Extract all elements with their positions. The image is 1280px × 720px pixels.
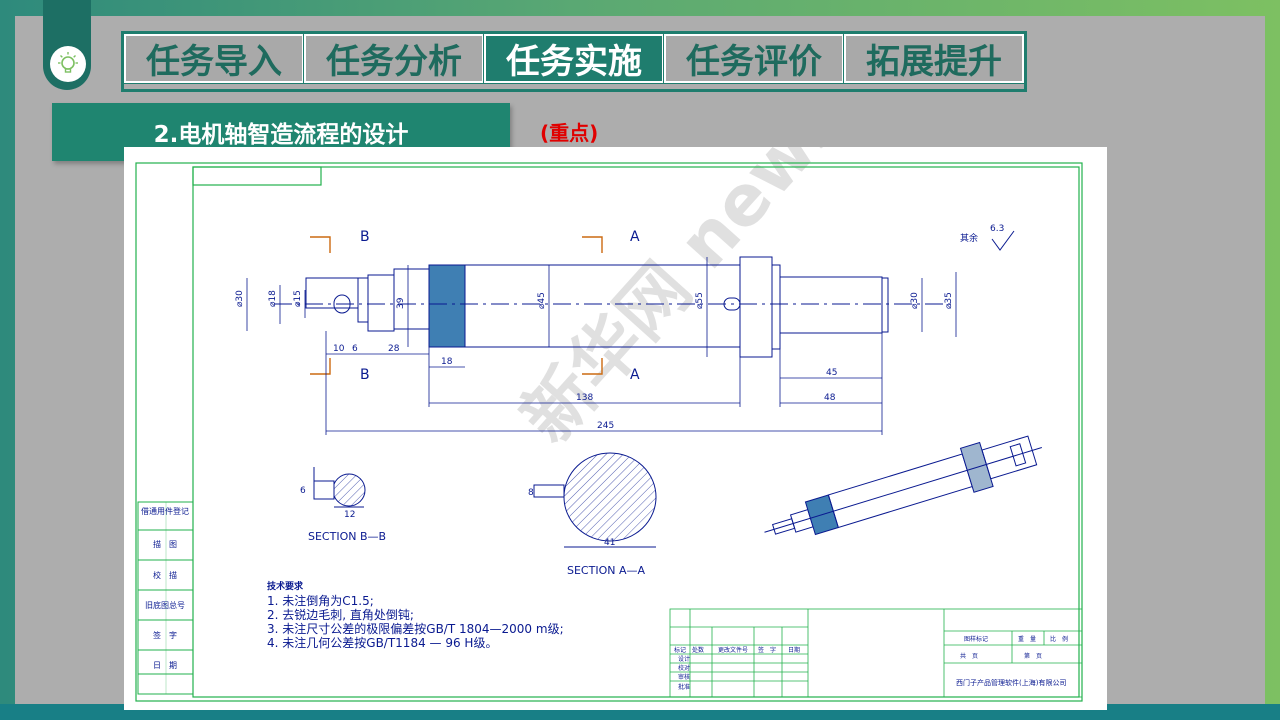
tb-header-5: 日期 [788,646,800,654]
dim-28: 28 [388,344,400,354]
side-label-3: 校 描 [153,570,177,580]
inner-frame [192,166,1080,698]
tab-task-evaluation[interactable]: 任务评价 [663,33,845,84]
side-label-column [137,501,194,695]
side-label-4: 旧底图总号 [145,600,185,610]
dim-s6: 6 [300,486,306,496]
roughness-label: 其余 [960,232,978,244]
dim-6: 6 [352,344,358,354]
watermark-text: 新华网 news.cn [506,147,939,458]
dim-s8: 8 [528,488,534,498]
shaft-main-view [274,256,956,358]
tb-company: 西门子产品管理软件(上海)有限公司 [956,678,1066,687]
section-markers [310,236,603,375]
tb-right-1: 图样标记 [964,635,988,643]
dim-s12: 12 [344,510,355,520]
dim-d18: ⌀18 [268,290,278,307]
dim-d45: ⌀45 [537,292,547,309]
tb-sheet-2: 第 页 [1024,652,1042,660]
tb-row-1: 设计 [678,655,690,663]
dim-245: 245 [597,421,614,431]
tab-extension[interactable]: 拓展提升 [843,33,1025,84]
task-nav: 任务导入 任务分析 任务实施 任务评价 拓展提升 [121,31,1027,92]
tech-item-1: 1. 未注倒角为C1.5; [267,593,374,608]
tab-task-analysis[interactable]: 任务分析 [303,33,485,84]
section-label-a-top: A [630,229,640,245]
tb-right-3: 比 例 [1050,635,1068,643]
watermark: 新华网 news.cn [506,147,939,458]
section-label-a-bottom: A [630,367,640,383]
tb-row-4: 批准 [678,683,690,691]
tb-row-3: 审核 [678,673,690,681]
tb-header-1: 标记 [674,646,686,654]
roughness-symbol [991,230,1015,251]
section-aa-label: SECTION A—A [567,564,645,577]
engineering-drawing: 新华网 news.cn 借通用件登记 描 图 校 描 旧底图总号 签 字 日 期… [124,147,1107,710]
tech-item-3: 3. 未注尺寸公差的极限偏差按GB/T 1804—2000 m级; [267,621,564,636]
dim-10: 10 [333,344,345,354]
dim-d30-left: ⌀30 [235,290,245,307]
corner-box [192,166,322,186]
title-block [669,608,1083,698]
side-label-1: 借通用件登记 [141,506,189,516]
side-label-6: 日 期 [153,661,177,670]
tech-item-2: 2. 去锐边毛刺, 直角处倒钝; [267,608,414,622]
roughness-value: 6.3 [990,224,1004,234]
side-label-5: 签 字 [153,630,177,640]
dim-18: 18 [441,357,453,367]
tb-row-2: 校对 [678,664,690,672]
shaft-3d-view [764,435,1042,536]
tb-header-2: 处数 [692,646,704,654]
section-label-b-bottom: B [360,367,370,383]
dim-39: 39 [396,297,406,309]
section-bb-view [313,467,366,508]
dim-d15: ⌀15 [293,290,303,307]
tech-item-4: 4. 未注几何公差按GB/T1184 — 96 H级。 [267,635,497,650]
tb-header-4: 签 字 [758,646,776,654]
side-label-2: 描 图 [153,539,177,549]
section-label-b-top: B [360,229,370,245]
section-aa-view [533,452,657,548]
tb-sheet-1: 共 页 [960,652,978,660]
dimension-labels: ⌀30 ⌀18 ⌀15 39 ⌀45 ⌀55 ⌀30 ⌀35 10 6 28 1… [235,290,954,431]
dim-d35: ⌀35 [944,292,954,309]
dim-138: 138 [576,393,593,403]
dim-48: 48 [824,393,836,403]
tech-title: 技术要求 [267,580,304,592]
dim-s41: 41 [604,538,615,548]
dim-d30-right: ⌀30 [910,292,920,309]
tab-task-implementation[interactable]: 任务实施 [483,33,665,84]
dim-d55: ⌀55 [695,292,705,309]
lightbulb-icon [50,46,86,82]
tab-task-intro[interactable]: 任务导入 [123,33,305,84]
outer-frame [135,162,1083,702]
key-point-note: (重点) [540,121,599,145]
tb-right-2: 重 量 [1018,635,1036,643]
dimension-lines [246,257,957,435]
section-bb-label: SECTION B—B [308,530,386,543]
tb-header-3: 更改文件号 [718,646,748,654]
dim-45: 45 [826,368,837,378]
